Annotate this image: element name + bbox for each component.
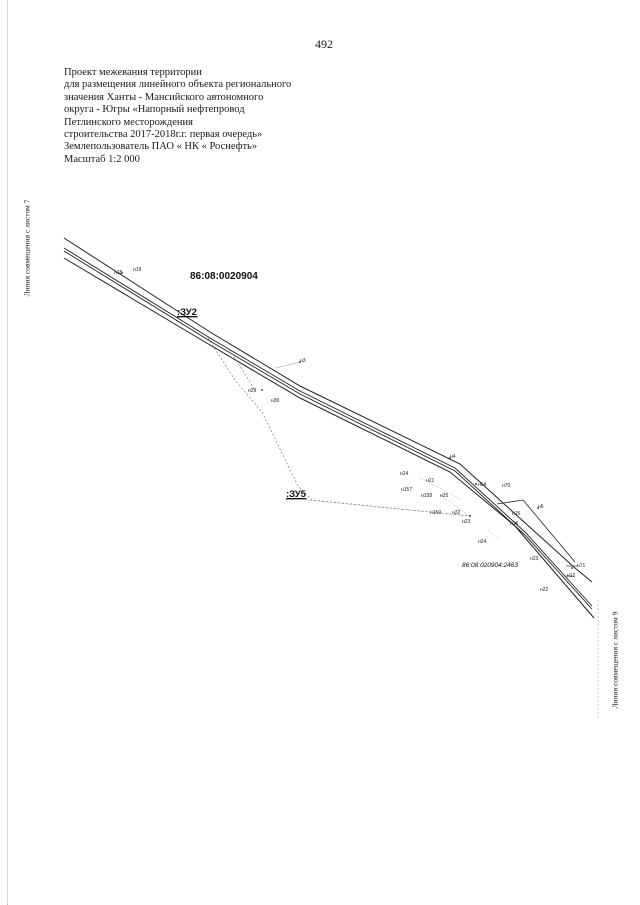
left-margin-rule	[7, 0, 9, 905]
pipeline-line-a	[63, 247, 593, 607]
title-line: для размещения линейного объекта региона…	[64, 79, 292, 91]
allotment-boundary-lower	[63, 257, 595, 619]
point-label: н25	[440, 493, 449, 499]
parcel-contour-right	[496, 499, 576, 563]
point-label: н64	[478, 482, 487, 488]
point-label: н30	[271, 398, 280, 404]
title-line: строительства 2017-2018г.г. первая очере…	[64, 129, 263, 141]
cluster-leader	[419, 477, 463, 501]
point-marker	[121, 272, 123, 274]
point-label: н3	[300, 358, 306, 364]
zu5-dotted-link	[305, 499, 471, 517]
title-line: значения Ханты - Мансийского автономного	[64, 91, 264, 103]
point-label: н4	[450, 454, 456, 460]
point-label: н15	[512, 511, 521, 517]
point-label: н70	[502, 483, 511, 489]
point-marker	[475, 483, 477, 485]
title-line: округа - Югры «Напорный нефтепровод	[64, 104, 245, 116]
point-label: н18	[114, 270, 123, 276]
point-marker	[469, 515, 471, 517]
point-label: н157	[401, 487, 412, 493]
point-label: н12	[567, 573, 576, 579]
title-block: Проект межевания территории для размещен…	[64, 67, 314, 166]
point-label: н21	[426, 478, 435, 484]
point-label: н159	[430, 510, 441, 516]
zu5-dashed-inner	[229, 349, 256, 391]
parcel-zu2-label: :ЗУ2	[177, 307, 197, 318]
point-label: н23	[530, 556, 539, 562]
point-label: н29	[248, 388, 257, 394]
point-marker	[515, 522, 517, 524]
point-label: н16	[510, 521, 519, 527]
point-marker	[571, 567, 573, 569]
point-label: н22	[540, 587, 549, 593]
point-label: н6	[538, 504, 544, 510]
point-label: н23	[462, 519, 471, 525]
point-label: н22	[452, 510, 461, 516]
cluster-leader	[439, 494, 471, 517]
point-label: н24	[400, 471, 409, 477]
pipeline-line-b	[63, 250, 593, 610]
n3-leader	[275, 361, 301, 369]
parcel-cadastral-number: 86:08:0020904	[190, 271, 258, 282]
point-marker	[449, 457, 451, 459]
allotment-boundary-upper	[63, 237, 593, 583]
zu5-dashed-boundary	[207, 337, 471, 517]
point-marker	[537, 507, 539, 509]
title-line: Петлинского месторождения	[64, 116, 193, 128]
point-label: н24	[478, 539, 487, 545]
point-marker	[261, 389, 263, 391]
page-number: 492	[315, 37, 333, 51]
parcel-zu5-label: :ЗУ5	[286, 489, 307, 500]
title-line: Землепользователь ПАО « НК « Роснефть»	[64, 141, 258, 153]
point-marker	[299, 361, 301, 363]
title-line: Проект межевания территории	[64, 67, 202, 78]
point-label: н158	[421, 493, 432, 499]
title-line: Масштаб 1:2 000	[64, 153, 140, 165]
parcel-sub-number: 86:08:020904:2463	[462, 562, 518, 569]
point-label: н19	[133, 267, 142, 273]
point-label: н71	[577, 563, 586, 569]
cluster-leader	[487, 529, 501, 541]
